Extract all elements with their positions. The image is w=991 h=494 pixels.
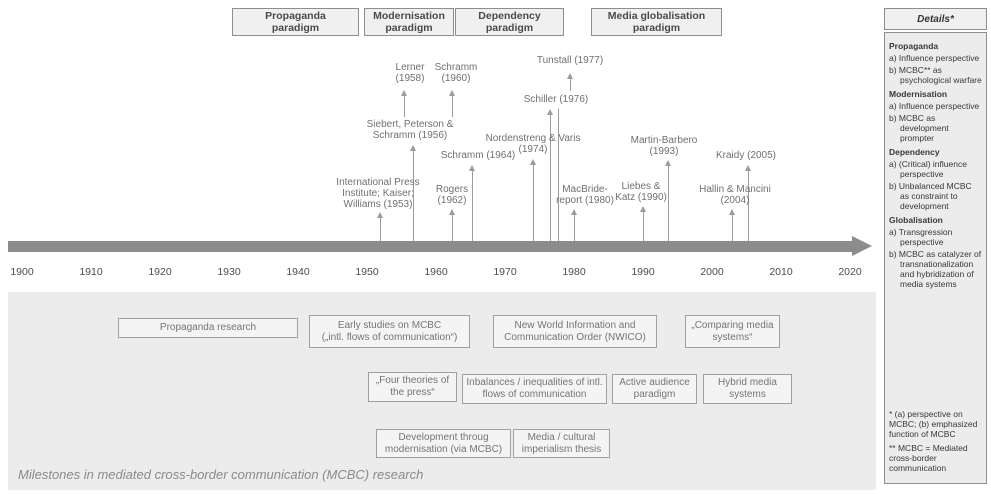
year-label-1990: 1990 [631, 266, 655, 278]
connector-line [570, 78, 571, 91]
connector-line [380, 217, 381, 241]
connector-arrowhead-up [410, 145, 416, 151]
year-label-1980: 1980 [562, 266, 586, 278]
details-item: b) MCBC** as psychological warfare [889, 65, 982, 85]
details-item: b) MCBC as development prompter [889, 113, 949, 143]
connector-line [558, 109, 559, 241]
milestone-label-martin: Martin-Barbero (1993) [630, 135, 698, 157]
connector-arrowhead-up [640, 206, 646, 212]
details-heading-modernisation: Modernisation [889, 89, 948, 99]
paradigm-box-dependency: Dependency paradigm [455, 8, 564, 36]
year-label-2020: 2020 [838, 266, 862, 278]
details-item: a) (Critical) influence perspective [889, 159, 967, 179]
details-footnotes: * (a) perspective on MCBC; (b) emphasize… [889, 409, 982, 477]
connector-arrowhead-up [469, 165, 475, 171]
connector-arrowhead-up [729, 209, 735, 215]
details-heading-globalisation: Globalisation [889, 215, 943, 225]
milestone-label-rogers: Rogers (1962) [435, 184, 469, 206]
details-panel: Propaganda a) Influence perspective b) MCB… [884, 32, 987, 484]
details-sections: Propaganda a) Influence perspective b) MCB… [889, 37, 982, 291]
connector-arrowhead-up [745, 165, 751, 171]
connector-line [452, 95, 453, 117]
connector-arrowhead-up [567, 73, 573, 79]
year-label-1950: 1950 [355, 266, 379, 278]
milestone-label-schramm64: Schramm (1964) [440, 150, 516, 161]
research-box-inbalances: Inbalances / inequalities of intl. flows… [462, 374, 607, 404]
details-item: b) Unbalanced MCBC as constraint to deve… [889, 181, 972, 211]
connector-line [413, 150, 414, 241]
milestone-label-tunstall: Tunstall (1977) [536, 55, 604, 66]
year-label-2010: 2010 [769, 266, 793, 278]
timeline-axis-bar [8, 241, 852, 252]
year-label-1930: 1930 [217, 266, 241, 278]
connector-arrowhead-up [401, 90, 407, 96]
research-box-development: Development throug modernisation (via MC… [376, 429, 511, 458]
connector-line [550, 114, 551, 241]
paradigm-box-propaganda: Propaganda paradigm [232, 8, 359, 36]
connector-line [404, 95, 405, 117]
connector-line [748, 170, 749, 241]
research-box-hybrid: Hybrid media systems [703, 374, 792, 404]
details-item: a) Transgression perspective [889, 227, 953, 247]
connector-line [533, 164, 534, 241]
year-label-1910: 1910 [79, 266, 103, 278]
year-label-1960: 1960 [424, 266, 448, 278]
milestone-label-schiller: Schiller (1976) [523, 94, 589, 105]
connector-line [643, 211, 644, 241]
milestone-label-nordenstreng: Nordenstreng & Varis (1974) [485, 133, 581, 155]
connector-arrowhead-up [547, 109, 553, 115]
timeline-arrowhead-icon [852, 236, 872, 256]
connector-arrowhead-up [377, 212, 383, 218]
connector-line [668, 165, 669, 241]
year-label-1970: 1970 [493, 266, 517, 278]
connector-line [472, 170, 473, 241]
milestone-label-schramm60: Schramm (1960) [434, 62, 478, 84]
milestone-label-macbride: MacBride- report (1980) [556, 184, 614, 206]
details-item: a) Influence perspective [889, 53, 980, 63]
milestone-label-ipi: International Press Institute; Kaiser; W… [336, 177, 420, 210]
milestone-label-hallin: Hallin & Mancini (2004) [699, 184, 771, 206]
connector-arrowhead-up [571, 209, 577, 215]
details-item: b) MCBC as catalyzer of transnationaliza… [889, 249, 982, 289]
research-box-four_theories: „Four theories of the press“ [368, 372, 457, 402]
year-label-2000: 2000 [700, 266, 724, 278]
connector-line [732, 214, 733, 241]
paradigm-box-globalisation: Media globalisation paradigm [591, 8, 722, 36]
details-footnote: ** MCBC = Mediated cross-border communic… [889, 443, 968, 473]
details-heading-dependency: Dependency [889, 147, 940, 157]
details-heading-propaganda: Propaganda [889, 41, 939, 51]
details-footnote: * (a) perspective on MCBC; (b) emphasize… [889, 409, 978, 439]
connector-arrowhead-up [449, 209, 455, 215]
year-label-1920: 1920 [148, 266, 172, 278]
milestone-label-liebes: Liebes & Katz (1990) [615, 181, 667, 203]
milestone-label-lerner: Lerner (1958) [395, 62, 425, 84]
details-item: a) Influence perspective [889, 101, 980, 111]
year-label-1940: 1940 [286, 266, 310, 278]
research-box-comparing: „Comparing media systems“ [685, 315, 780, 348]
connector-line [452, 214, 453, 241]
connector-arrowhead-up [449, 90, 455, 96]
research-box-media_cultural: Media / cultural imperialism thesis [513, 429, 610, 458]
connector-line [574, 214, 575, 241]
milestone-label-siebert: Siebert, Peterson & Schramm (1956) [366, 119, 454, 141]
research-box-early_studies: Early studies on MCBC („intl. flows of c… [309, 315, 470, 348]
connector-arrowhead-up [530, 159, 536, 165]
connector-arrowhead-up [665, 160, 671, 166]
research-box-propaganda_research: Propaganda research [118, 318, 298, 338]
details-panel-title: Details* [884, 8, 987, 30]
research-box-active_audience: Active audience paradigm [612, 374, 697, 404]
figure-caption: Milestones in mediated cross-border comm… [18, 467, 424, 482]
year-label-1900: 1900 [10, 266, 34, 278]
paradigm-box-modernisation: Modernisation paradigm [364, 8, 454, 36]
milestone-label-kraidy: Kraidy (2005) [715, 150, 777, 161]
research-box-nwico: New World Information and Communication … [493, 315, 657, 348]
